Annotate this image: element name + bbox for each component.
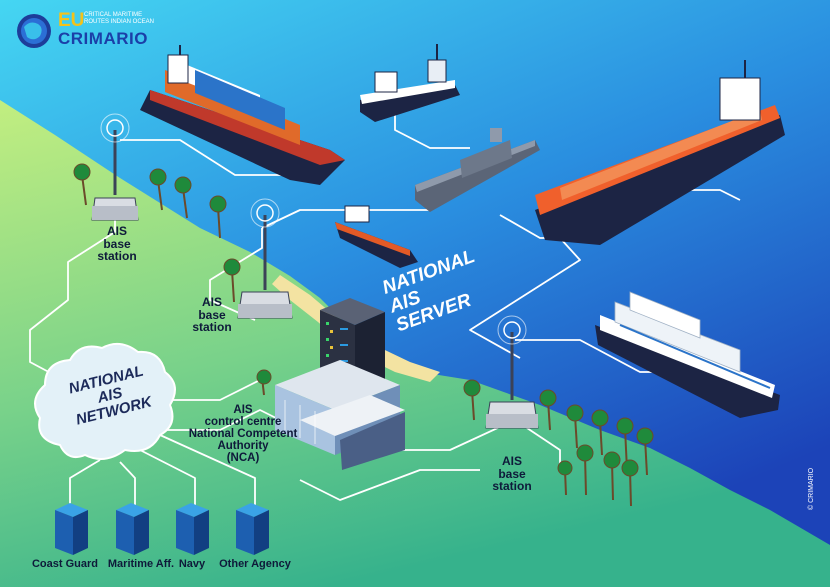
agency-servers [55, 503, 269, 555]
antenna-tower-icon [237, 198, 293, 319]
cloud-icon [34, 342, 176, 460]
palm-tree-icon [73, 163, 654, 507]
antenna-tower-icon [485, 315, 539, 429]
oil-tanker [535, 60, 785, 245]
logo-tagline: CRITICAL MARITIME ROUTES INDIAN OCEAN [84, 12, 155, 25]
agency-label-other-agency: Other Agency [219, 558, 291, 570]
agency-label-coast-guard: Coast Guard [31, 558, 98, 570]
naval-frigate [415, 128, 540, 212]
control-centre-label: AIS control centre National Competent Au… [188, 404, 298, 465]
cruise-ship [595, 291, 780, 418]
server-icon [116, 503, 149, 555]
base-station-label-2: AIS base station [192, 295, 232, 335]
patrol-boat [335, 205, 418, 268]
base-station-label-1: AIS base station [97, 224, 137, 264]
logo-eu: EU [58, 10, 85, 31]
logo-globe-icon [17, 14, 51, 48]
logo-name: CRIMARIO [58, 29, 148, 48]
agency-label-maritime-affairs: Maritime Aff. [107, 558, 175, 570]
agency-label-navy: Navy [178, 558, 206, 570]
server-icon [55, 503, 88, 555]
research-vessel [360, 44, 460, 122]
copyright: © CRIMARIO [808, 467, 815, 510]
server-icon [176, 503, 209, 555]
antenna-tower-icon [91, 113, 139, 221]
server-icon [236, 503, 269, 555]
building-icon [275, 360, 405, 470]
container-ship [140, 45, 345, 185]
beach [272, 275, 440, 382]
base-station-label-3: AIS base station [492, 454, 532, 494]
